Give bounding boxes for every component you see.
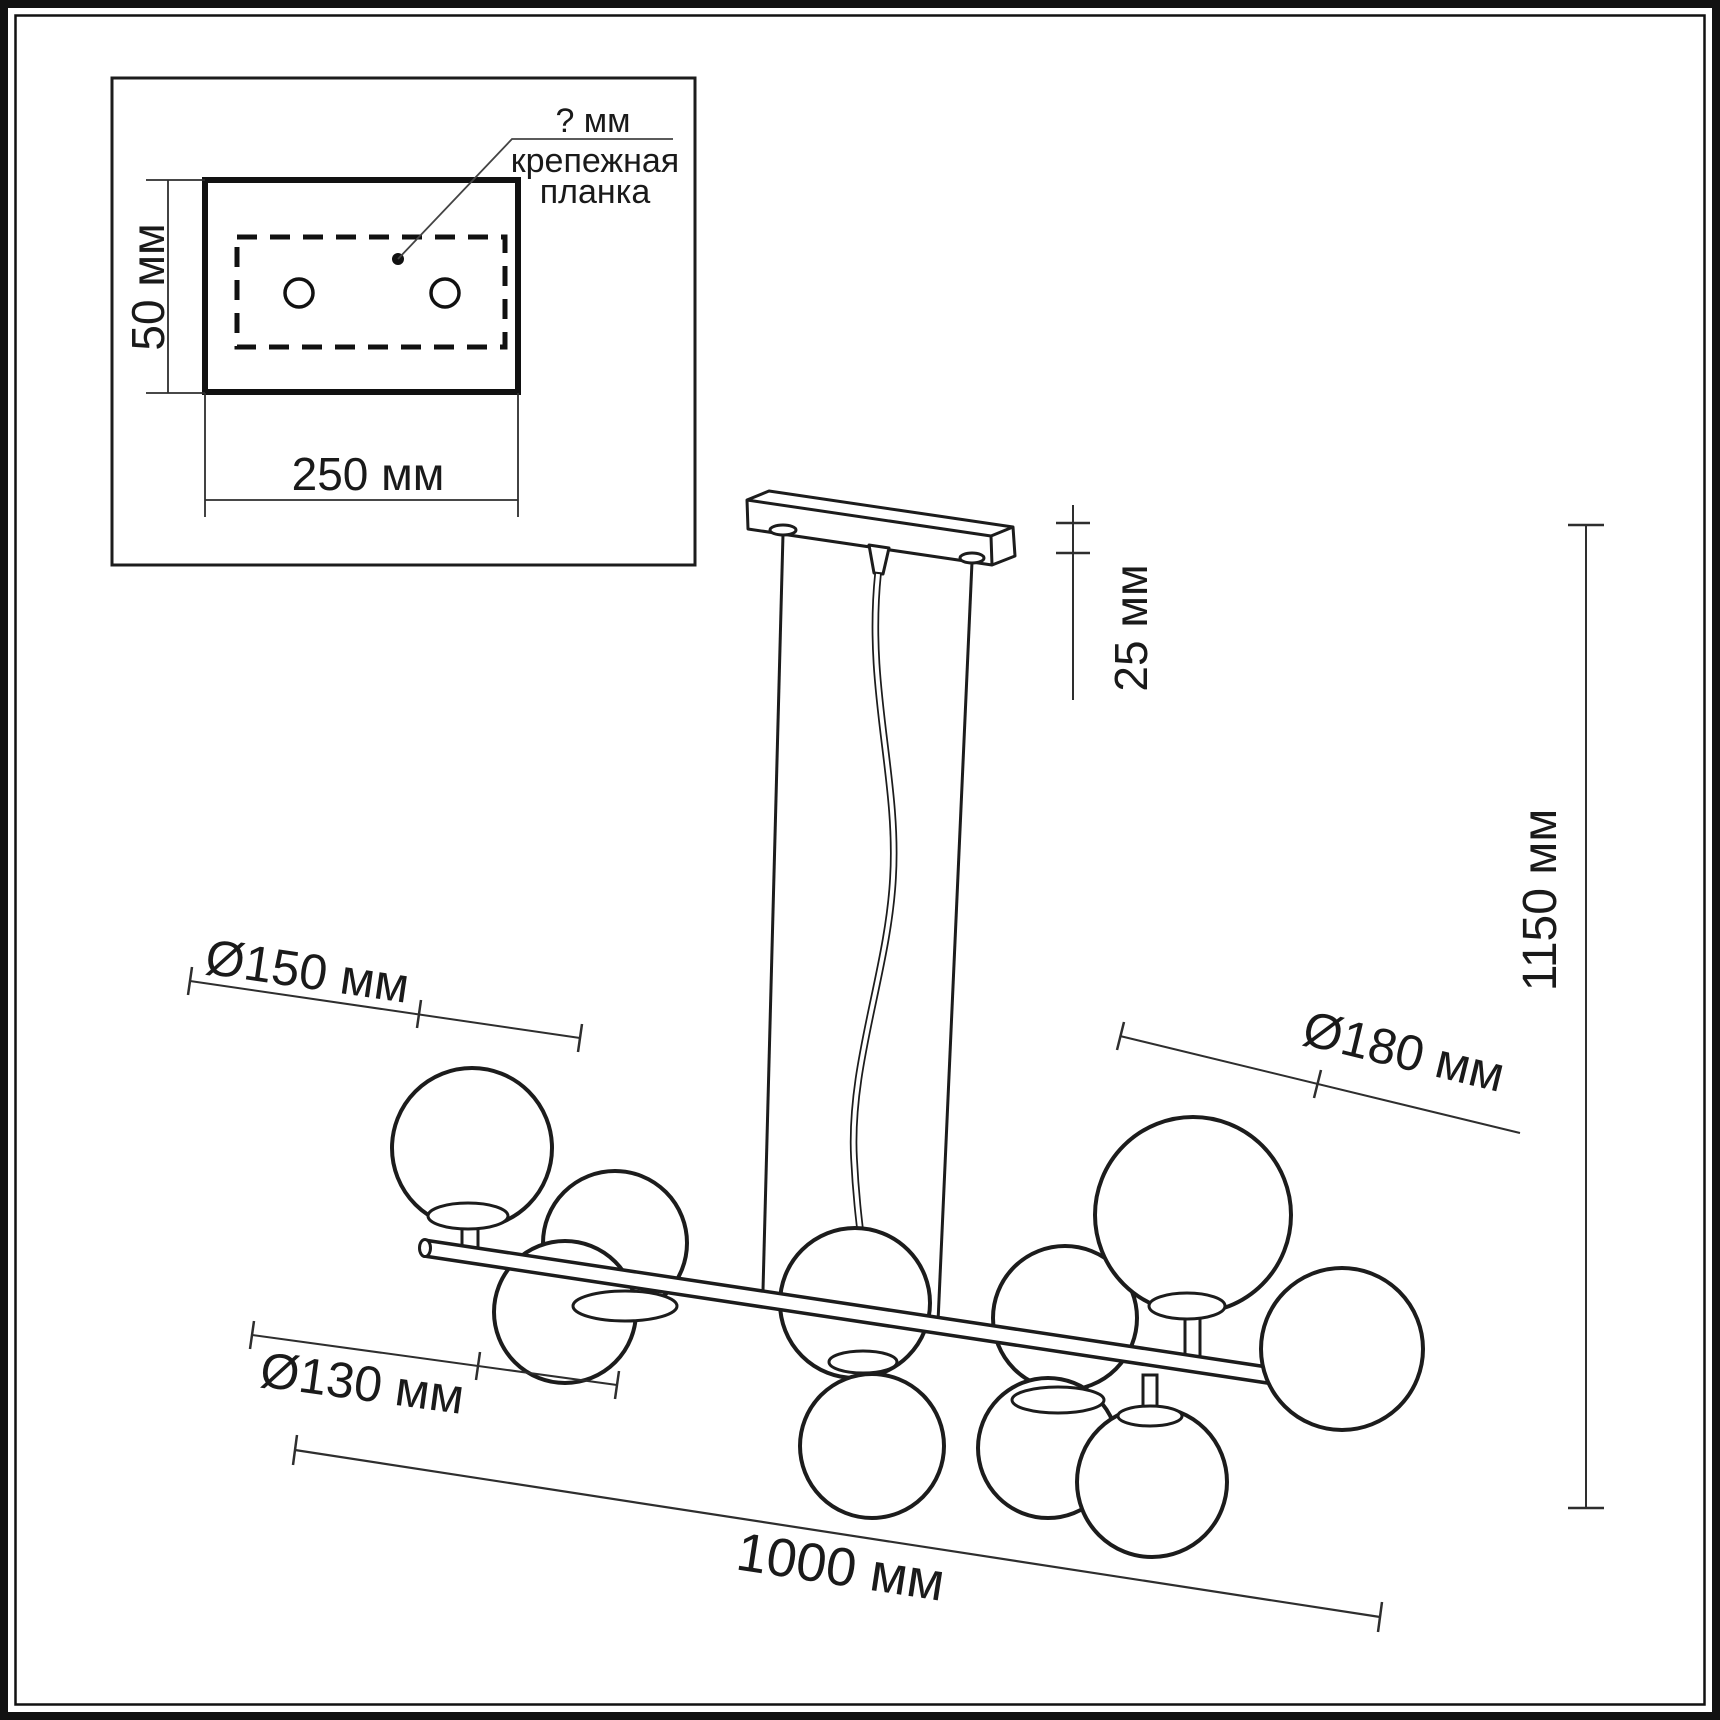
dim-canopy-25 — [1056, 505, 1090, 700]
rod-fitting-right — [958, 551, 986, 565]
shade-cup — [426, 1201, 510, 1231]
callout-label-line2: планка — [540, 173, 651, 211]
dim-label-shade-130: Ø130 мм — [257, 1342, 468, 1425]
dim-label-overall-height: 1150 мм — [1514, 809, 1567, 992]
globe — [1093, 1115, 1293, 1315]
dim-label-shade-150: Ø150 мм — [202, 929, 413, 1014]
suspension-rod-right — [936, 561, 974, 1323]
plate-height-label: 50 мм — [122, 223, 174, 350]
plate-thickness-label: ? мм — [555, 102, 630, 140]
dim-shade-180 — [1115, 1021, 1521, 1134]
screw-hole-left — [283, 277, 315, 309]
dim-shade-130 — [248, 1320, 621, 1400]
callout-leader-line — [397, 138, 673, 260]
dim-label-overall-length: 1000 мм — [733, 1522, 949, 1613]
shades-front — [390, 1066, 1425, 1559]
dim-plate-height — [146, 179, 205, 394]
rod-fitting-left — [768, 523, 798, 537]
dim-label-canopy-25: 25 мм — [1105, 564, 1157, 691]
inset-labels: ? мм крепежная планка 50 мм 250 мм — [122, 102, 679, 500]
shade-cup — [571, 1289, 679, 1323]
shade-cup — [827, 1349, 899, 1375]
bar-end-cap — [418, 1238, 432, 1258]
globe — [798, 1372, 946, 1520]
shade-cup — [1010, 1385, 1106, 1415]
mounting-plate-inset: ? мм крепежная планка 50 мм 250 мм — [110, 76, 697, 567]
dim-plate-width — [204, 393, 519, 517]
ceiling-canopy — [745, 489, 1017, 576]
dim-overall-height-1150 — [1568, 523, 1604, 1510]
callout-label-line1: крепежная — [511, 142, 679, 180]
shade-cup — [1116, 1404, 1184, 1428]
screw-hole-right — [429, 277, 461, 309]
dimension-lines — [186, 505, 1604, 1633]
dim-shade-150 — [186, 966, 584, 1053]
mounting-plate-outline — [202, 177, 521, 395]
mounting-bar-dashed-outline — [234, 234, 508, 350]
globe — [1259, 1266, 1425, 1432]
globe — [1075, 1405, 1229, 1559]
plate-width-label: 250 мм — [292, 448, 445, 500]
dim-overall-length-1000 — [291, 1434, 1384, 1633]
power-cable — [849, 573, 898, 1311]
cable-grommet — [867, 543, 891, 576]
suspension-rod-left — [761, 533, 785, 1291]
suspension-rods — [761, 533, 974, 1323]
shade-cup — [1147, 1291, 1227, 1321]
